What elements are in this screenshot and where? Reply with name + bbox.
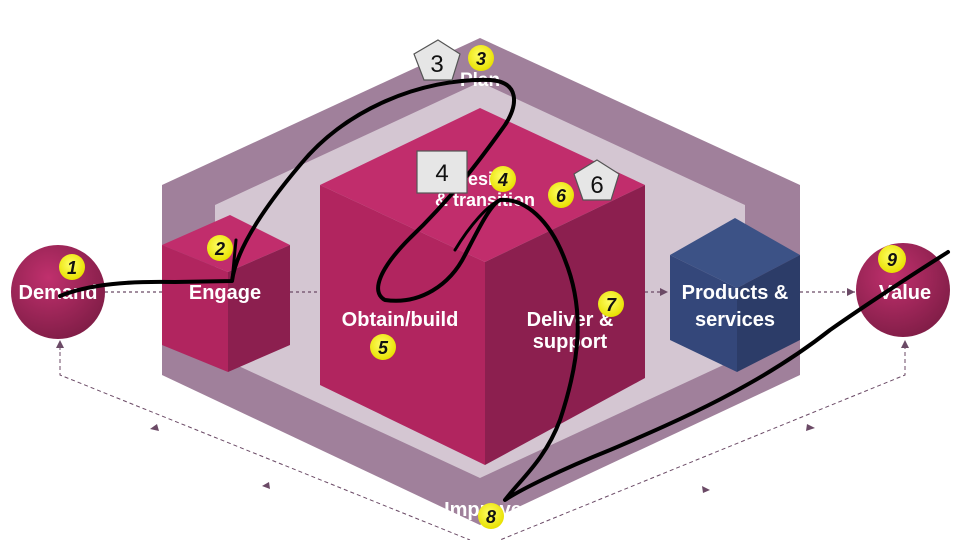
marker-8-label: 8 — [486, 507, 496, 527]
flow-arrowheads — [660, 288, 855, 296]
products-services-cube — [670, 218, 800, 372]
marker-6-label: 6 — [556, 186, 567, 206]
marker-8 — [478, 503, 504, 529]
products-services-label-line1: Products & — [682, 282, 789, 304]
engage-label: Engage — [189, 282, 261, 304]
tag-6-pentagon — [573, 159, 620, 201]
marker-9-label: 9 — [887, 250, 897, 270]
engage-cube — [162, 215, 290, 372]
marker-4 — [490, 166, 516, 192]
marker-3-label: 3 — [476, 49, 486, 69]
tag-4-box — [416, 150, 468, 194]
tag-3-label: 3 — [430, 51, 443, 78]
marker-2-label: 2 — [214, 239, 225, 259]
design-transition-label-line2: & transition — [435, 190, 535, 210]
marker-9 — [878, 245, 906, 273]
tag-3-pentagon — [413, 39, 461, 81]
marker-4-label: 4 — [497, 170, 508, 190]
marker-7 — [598, 291, 624, 317]
marker-3 — [468, 45, 494, 71]
deliver-support-label-line1: Deliver & — [527, 309, 614, 331]
marker-1-label: 1 — [67, 258, 77, 278]
hand-drawn-path — [58, 77, 950, 502]
tag-6-label: 6 — [590, 172, 603, 199]
marker-5-label: 5 — [378, 338, 389, 358]
marker-6 — [548, 182, 574, 208]
products-services-label-line2: services — [695, 309, 775, 331]
obtain-build-label: Obtain/build — [342, 309, 459, 331]
hand-drawn-path-loop — [230, 198, 502, 283]
tag-4-label: 4 — [435, 160, 448, 187]
marker-2 — [207, 235, 233, 261]
feedback-arrowheads — [56, 340, 909, 493]
demand-label: Demand — [19, 282, 98, 304]
main-cube — [320, 108, 645, 465]
deliver-support-label-line2: support — [533, 331, 608, 353]
marker-7-label: 7 — [606, 295, 617, 315]
marker-1 — [59, 254, 85, 280]
grey-tags: 3 4 6 — [413, 39, 620, 201]
yellow-markers: 1 2 3 4 5 6 7 8 9 — [59, 45, 906, 529]
marker-5 — [370, 334, 396, 360]
